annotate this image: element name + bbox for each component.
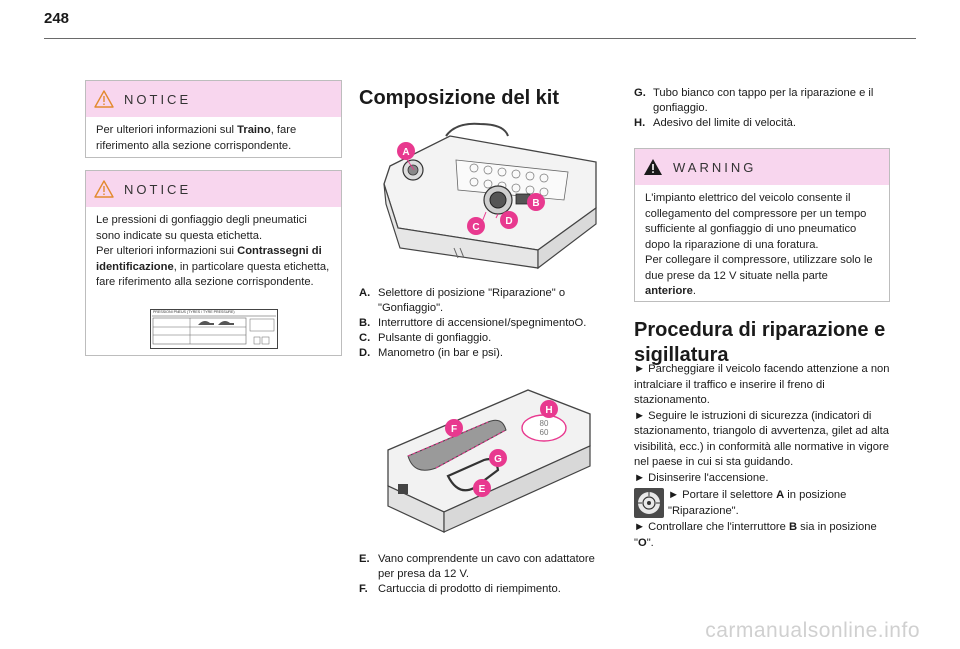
warning-triangle-icon	[94, 90, 114, 108]
notice-text-part: , in particolare questa etichetta, fare …	[96, 260, 330, 289]
heading-line: Procedura di riparazione e	[634, 319, 886, 341]
list-item: D. Manometro (in bar e psi).	[359, 346, 607, 361]
callout-e: E	[479, 484, 486, 495]
item-key: G.	[634, 87, 646, 99]
notice-box-pressure: NOTICE Le pressioni di gonfiaggio degli …	[85, 170, 342, 356]
list-item: B. Interruttore di accensioneI/spegniment…	[359, 316, 607, 331]
list-item: G. Tubo bianco con tappo per la riparazio…	[634, 86, 890, 116]
warning-text-bold: anteriore	[645, 285, 693, 297]
warning-box: WARNING L'impianto elettrico del veicolo…	[634, 148, 890, 302]
procedure-step: ► Parcheggiare il veicolo facendo attenz…	[634, 363, 890, 406]
callout-d-marker	[500, 211, 518, 229]
compressor-kit-illustration-bottom: 80 60 H F G E	[387, 389, 591, 533]
callout-d: D	[505, 216, 512, 227]
heading-line: sigillatura	[634, 344, 729, 366]
item-text: Adesivo del limite di velocità.	[653, 117, 797, 129]
page-number: 248	[44, 10, 70, 27]
warning-text: L'impianto elettrico del veicolo consent…	[635, 185, 889, 308]
callout-e-marker	[473, 479, 491, 497]
notice-text: Per ulteriori informazioni sul Traino, f…	[86, 117, 341, 162]
warning-header: WARNING	[635, 149, 889, 185]
warning-text-part: L'impianto elettrico del veicolo consent…	[645, 192, 873, 282]
callout-g: G	[494, 454, 502, 465]
notice-text-part: Le pressioni di gonfiaggio degli pneumat…	[96, 214, 307, 242]
item-text: Tubo bianco con tappo per la riparazione…	[653, 87, 874, 114]
notice-box-towing: NOTICE Per ulteriori informazioni sul Tr…	[85, 80, 342, 158]
warning-text-part: .	[692, 285, 696, 297]
speed-label-bottom: 60	[540, 428, 549, 437]
procedure-steps: ► Parcheggiare il veicolo facendo attenz…	[634, 362, 890, 486]
warning-triangle-icon	[644, 159, 662, 175]
step-text: sia in posizione "	[634, 521, 877, 549]
notice-text-bold: Contrassegni di identificazione	[96, 245, 322, 273]
item-text: Cartuccia di prodotto di riempimento.	[378, 583, 561, 595]
item-text: Vano comprendente un cavo con adattatore…	[378, 553, 595, 580]
item-key: D.	[359, 347, 371, 359]
procedure-step: ► Disinserire l'accensione.	[634, 471, 769, 484]
notice-header: NOTICE	[86, 81, 341, 117]
step-text: in posizione "Riparazione".	[668, 489, 847, 517]
tyre-label-caption: PRESSIONI PNEUS (TYRES / TYRE PRESSURE)	[153, 310, 235, 314]
item-key: E.	[359, 553, 370, 565]
watermark: carmanualsonline.info	[705, 619, 920, 642]
step-text-bold: B	[788, 521, 798, 533]
step-text: ► Controllare che l'interruttore	[634, 521, 789, 533]
item-key: H.	[634, 117, 646, 129]
item-text: Interruttore di accensioneI/spegnimentoO…	[378, 317, 587, 329]
list-item: A. Selettore di posizione "Riparazione" o…	[359, 286, 607, 316]
callout-g-marker	[489, 449, 507, 467]
procedure-step: ► Seguire le istruzioni di sicurezza (in…	[634, 409, 889, 469]
item-key: C.	[359, 332, 371, 344]
list-item: F. Cartuccia di prodotto di riempimento.	[359, 582, 607, 597]
callout-h-marker	[540, 400, 558, 418]
notice-text-part: Per ulteriori informazioni sui Contrasse…	[96, 244, 331, 291]
notice-header: NOTICE	[86, 171, 341, 207]
step-text: ".	[646, 536, 654, 549]
list-item: H. Adesivo del limite di velocità.	[634, 116, 890, 131]
item-key: A.	[359, 287, 371, 299]
item-text: Selettore di posizione "Riparazione" o "…	[378, 287, 566, 314]
item-key: B.	[359, 317, 371, 329]
kit-list-col3: G. Tubo bianco con tappo per la riparazio…	[634, 86, 890, 131]
callout-f: F	[451, 424, 457, 435]
callout-a: A	[402, 147, 409, 158]
compressor-kit-illustration-top: A B C D	[383, 122, 597, 270]
warning-title: WARNING	[673, 159, 757, 175]
notice-text-part: , fare riferimento alla sezione corrispo…	[96, 124, 297, 152]
item-key: F.	[359, 583, 368, 595]
notice-title: NOTICE	[124, 91, 192, 107]
notice-text-part: Per ulteriori informazioni sui	[96, 245, 238, 257]
callout-h: H	[545, 405, 552, 416]
notice-text-part: Per ulteriori informazioni sul	[96, 124, 238, 136]
speed-label-top: 80	[540, 419, 549, 428]
section-heading-procedure: Procedura di riparazione e sigillatura	[634, 318, 885, 368]
step-text-bold: O	[637, 536, 647, 549]
callout-a-marker	[397, 142, 415, 160]
warning-triangle-icon	[94, 180, 114, 198]
callout-b: B	[532, 198, 539, 209]
section-heading-kit: Composizione del kit	[359, 87, 560, 109]
callout-f-marker	[445, 419, 463, 437]
list-item: E. Vano comprendente un cavo con adattato…	[359, 552, 607, 582]
item-text: Manometro (in bar e psi).	[378, 347, 503, 359]
notice-text: Le pressioni di gonfiaggio degli pneumat…	[86, 207, 341, 299]
notice-title: NOTICE	[124, 181, 192, 197]
selector-dial-icon	[634, 488, 664, 518]
callout-c: C	[472, 222, 479, 233]
list-item: C. Pulsante di gonfiaggio.	[359, 331, 607, 346]
kit-list-bottom: E. Vano comprendente un cavo con adattato…	[359, 552, 607, 597]
callout-b-marker	[527, 193, 545, 211]
item-text: Pulsante di gonfiaggio.	[378, 332, 492, 344]
callout-c-marker	[467, 217, 485, 235]
procedure-step-switch: ► Controllare che l'interruttore B sia i…	[634, 520, 890, 551]
step-text: ► Portare il selettore	[668, 489, 777, 501]
kit-list-top: A. Selettore di posizione "Riparazione" o…	[359, 286, 607, 361]
top-rule	[44, 38, 916, 39]
tyre-pressure-label-image	[150, 309, 278, 349]
notice-text-bold: Traino	[237, 124, 271, 136]
step-text-bold: A	[776, 489, 785, 501]
procedure-step-selector: ► Portare il selettore A in posizione "R…	[668, 488, 890, 519]
